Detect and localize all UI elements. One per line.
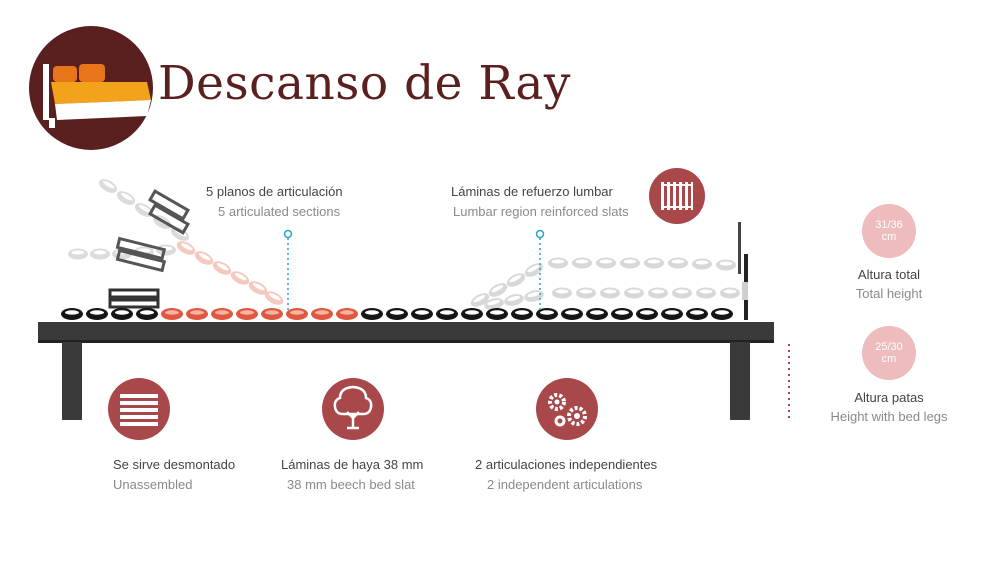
- feature-articulations-es: 2 articulaciones independientes: [475, 457, 658, 472]
- bed-leg-right: [730, 342, 750, 420]
- legs-height-es: Altura patas: [854, 390, 924, 405]
- bed-frame-rail: [38, 322, 774, 342]
- total-height-label: Altura total Total height: [820, 265, 958, 303]
- sections-label-es: 5 planos de articulación: [206, 184, 343, 199]
- sections-label-en: 5 articulated sections: [218, 204, 341, 219]
- callout-dot-lumbar: [535, 229, 545, 239]
- tree-icon: [322, 378, 384, 440]
- legs-height-value: 25/30: [875, 341, 903, 353]
- footboard-post: [738, 222, 741, 274]
- legs-height-badge: 25/30 cm: [862, 326, 916, 380]
- lumbar-label-es: Láminas de refuerzo lumbar: [451, 184, 613, 199]
- flat-pack-planks: [108, 189, 191, 309]
- feature-unassembled-es: Se sirve desmontado: [113, 457, 236, 472]
- sections-label: 5 planos de articulación 5 articulated s…: [206, 182, 343, 222]
- legs-height-en: Height with bed legs: [830, 409, 948, 424]
- raised-foot-row-upper: [548, 257, 736, 271]
- feature-articulations-en: 2 independent articulations: [487, 477, 643, 492]
- feature-unassembled: Se sirve desmontado Unassembled: [113, 455, 235, 495]
- bed-logo-icon: [29, 26, 153, 150]
- brand-title: Descanso de Ray: [158, 56, 571, 111]
- total-height-value: 31/36: [875, 219, 903, 231]
- feature-beech-slats-es: Láminas de haya 38 mm: [281, 457, 424, 472]
- raised-foot-ghost: [468, 260, 546, 312]
- feature-beech-slats: Láminas de haya 38 mm 38 mm beech bed sl…: [281, 455, 423, 495]
- brand-logo: [27, 24, 155, 152]
- feature-articulations: 2 articulaciones independientes 2 indepe…: [475, 455, 657, 495]
- footboard-post: [742, 282, 748, 300]
- legs-height-unit: cm: [881, 353, 897, 365]
- gears-icon: [536, 378, 598, 440]
- bed-leg-left: [62, 342, 82, 420]
- lumbar-label-en: Lumbar region reinforced slats: [453, 204, 629, 219]
- total-height-badge: 31/36 cm: [862, 204, 916, 258]
- lumbar-label: Láminas de refuerzo lumbar Lumbar region…: [451, 182, 629, 222]
- reinforced-slats-icon: [649, 168, 705, 224]
- feature-beech-slats-en: 38 mm beech bed slat: [287, 477, 415, 492]
- callout-dot-sections: [283, 229, 293, 239]
- articulation-ghost-pink: [174, 238, 286, 308]
- legs-height-label: Altura patas Height with bed legs: [820, 388, 958, 426]
- raised-foot-row-lower: [552, 287, 740, 299]
- bed-frame-rail: [38, 340, 774, 343]
- feature-unassembled-en: Unassembled: [113, 477, 193, 492]
- total-height-unit: cm: [881, 231, 897, 243]
- raised-back-ghost-upper: [96, 176, 192, 244]
- total-height-en: Total height: [855, 286, 923, 301]
- flat-pack-icon: [108, 378, 170, 440]
- slat-row: [61, 308, 733, 320]
- total-height-es: Altura total: [857, 267, 921, 282]
